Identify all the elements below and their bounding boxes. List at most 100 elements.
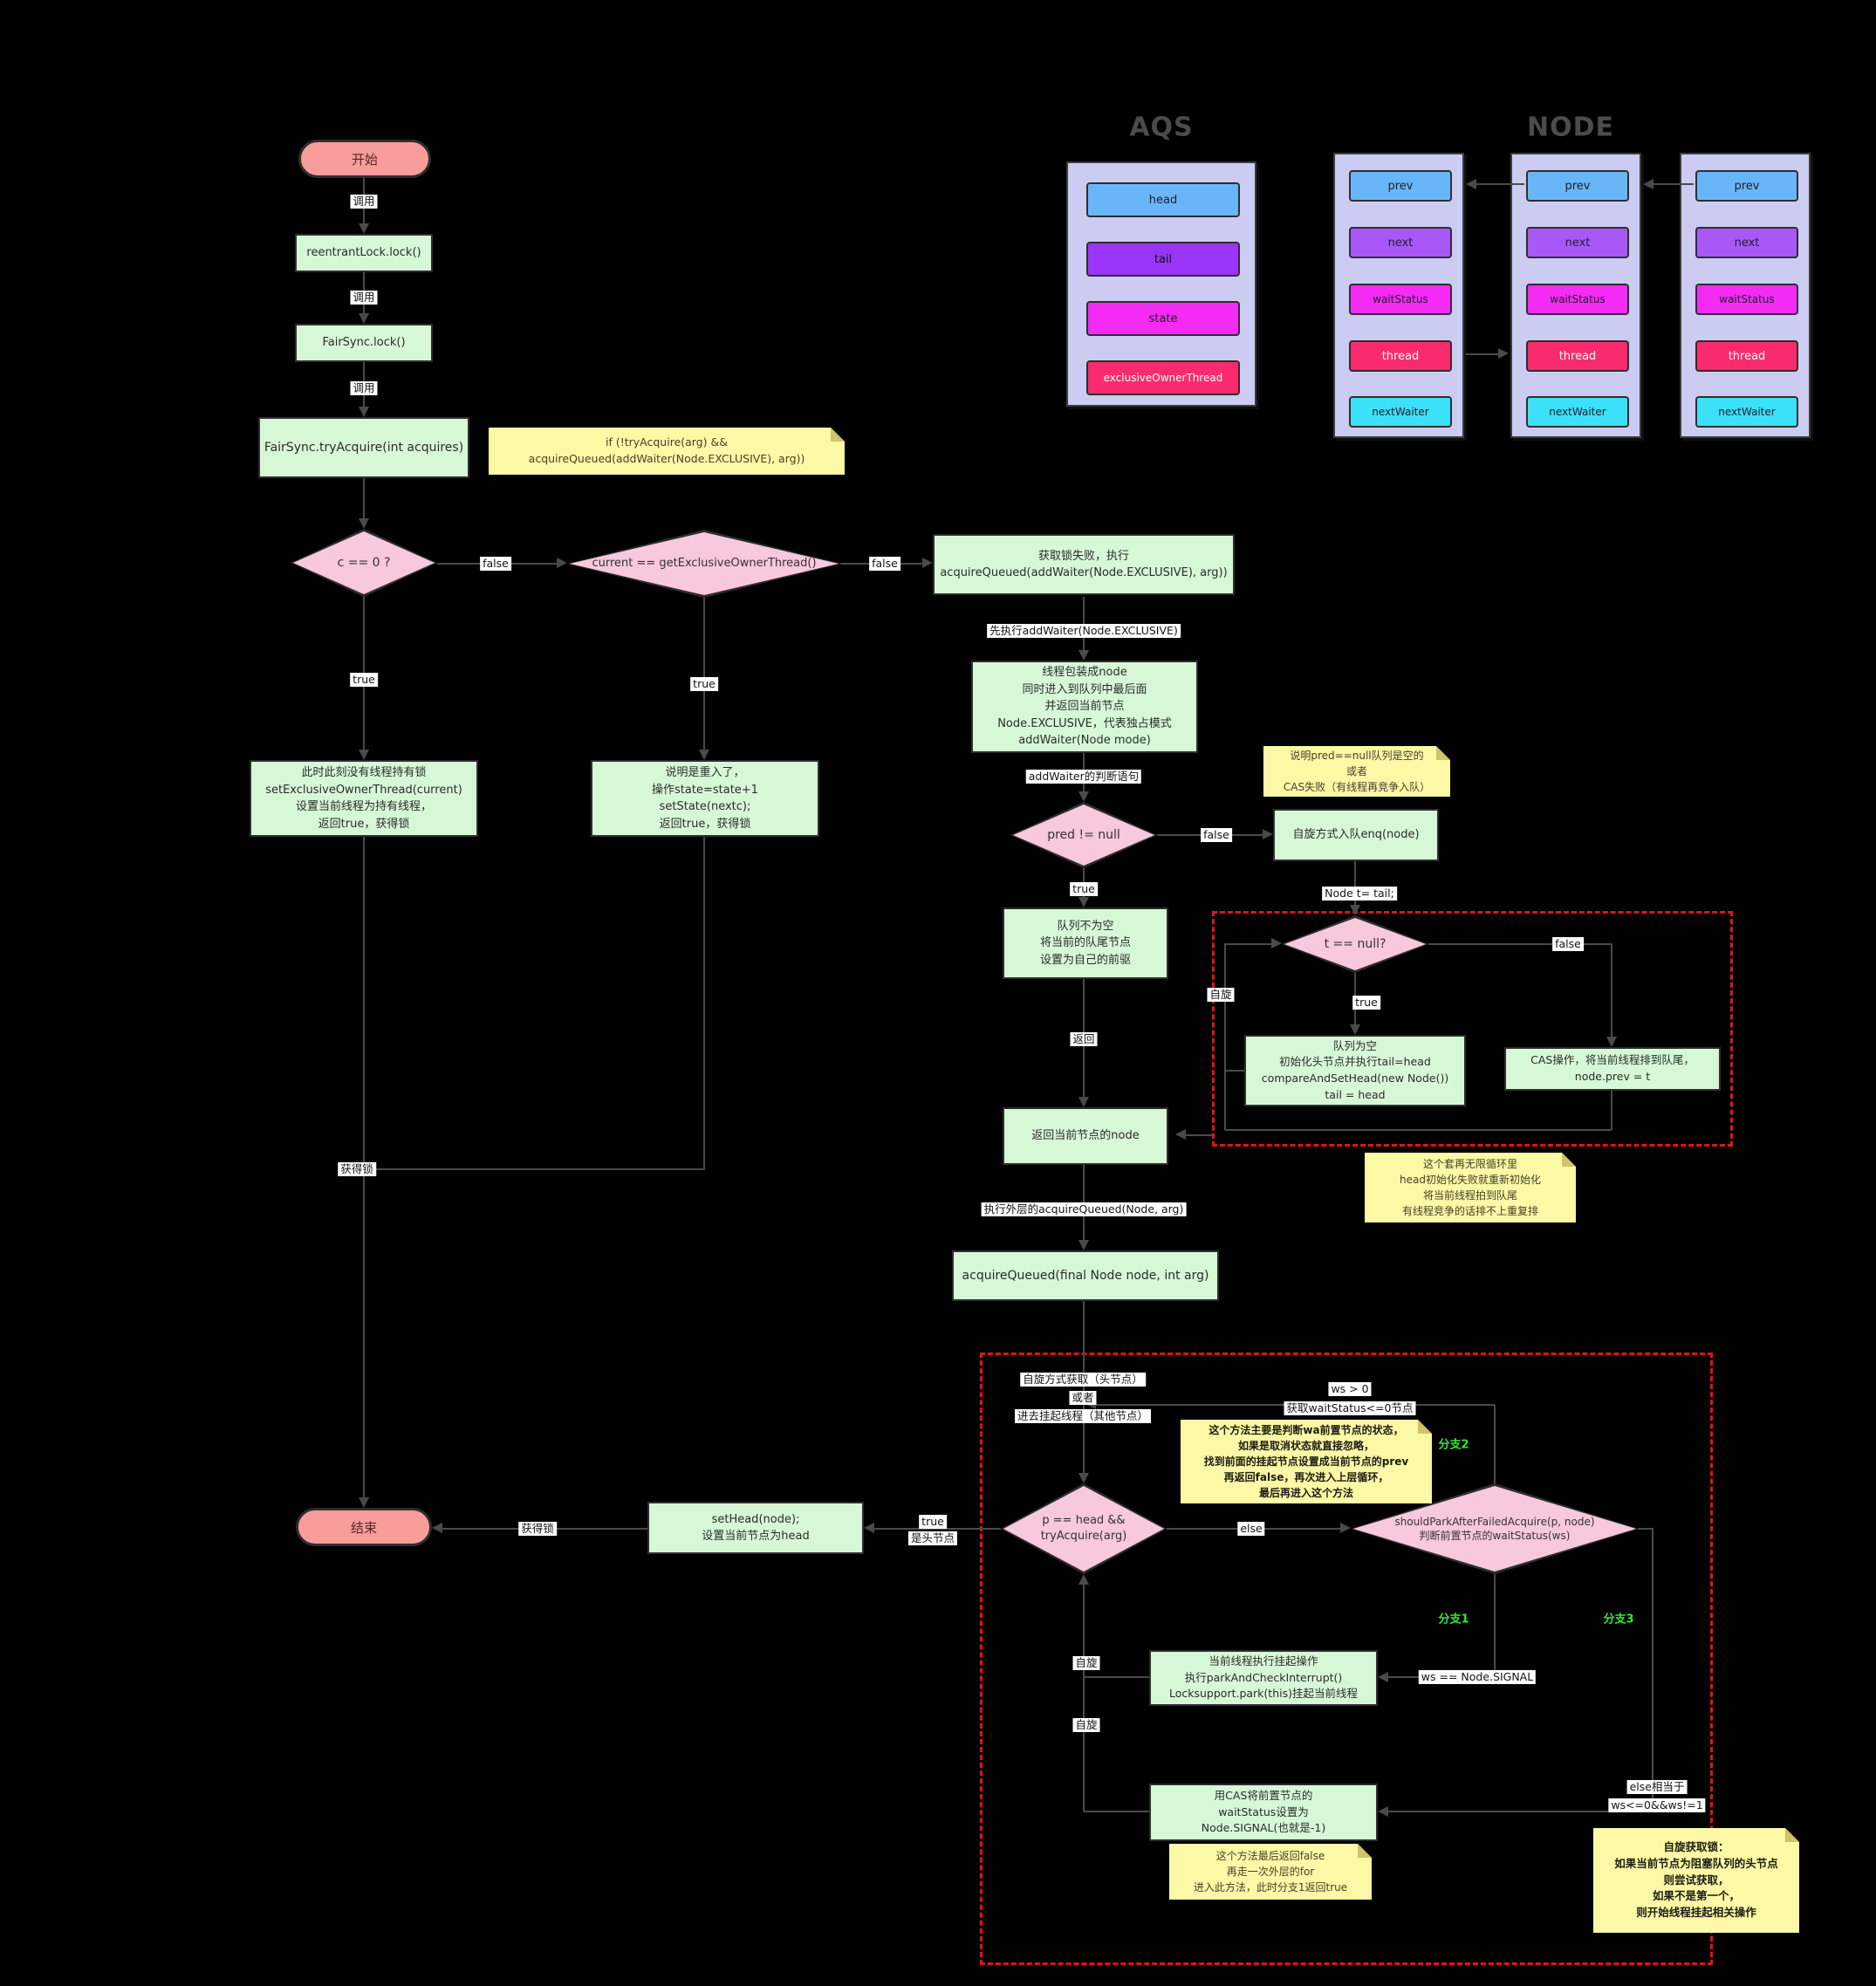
arrowhead [1378, 1672, 1388, 1682]
arrowhead [1340, 1523, 1351, 1533]
arrowhead [1175, 1129, 1186, 1140]
text-line: 再返回false，再次进入上层循环， [1223, 1471, 1389, 1483]
diamond-body: pred != null [1013, 805, 1154, 866]
node1-next: next [1349, 227, 1452, 258]
text-line: 如果是取消状态就直接忽略， [1237, 1440, 1374, 1452]
node-label: FairSync.lock() [322, 336, 406, 350]
branch3-tag: 分支3 [1597, 1608, 1640, 1627]
connector [1224, 943, 1226, 1130]
connector [1186, 1134, 1212, 1136]
prev-connector [1653, 183, 1694, 185]
node-cas-tail: CAS操作，将当前线程排到队尾， node.prev = t [1504, 1047, 1721, 1091]
text-line: CAS失败（有线程再竞争入队） [1283, 781, 1431, 793]
aqs-field-exclusiveownerthread: exclusiveOwnerThread [1086, 360, 1240, 395]
aqs-field-tail: tail [1086, 242, 1240, 277]
arrowhead [699, 750, 709, 760]
prev-connector [1476, 183, 1524, 185]
text-line: 这个方法主要是判断wa前置节点的状态， [1208, 1424, 1404, 1436]
node-no-owner: 此时此刻没有线程持有锁 setExclusiveOwnerThread(curr… [250, 760, 478, 837]
edge-label-else: else [1237, 1522, 1265, 1536]
connector [1083, 1585, 1085, 1811]
text-line: 获取锁失败，执行 [1037, 549, 1129, 563]
decision-c-equals-0: c == 0 ? [291, 529, 437, 597]
text-line: 设置为自己的前驱 [1039, 953, 1131, 967]
node2-nextwaiter: nextWaiter [1526, 396, 1629, 428]
edge-label-spin: 自旋 [1072, 1656, 1100, 1670]
text-line: 判断前置节点的waitStatus(ws) [1419, 1530, 1571, 1542]
decision-p-head: p == head && tryAcquire(arg) [1001, 1483, 1167, 1574]
text-line: waitStatus设置为 [1218, 1805, 1309, 1818]
text-line: 将当前的队尾节点 [1039, 936, 1131, 950]
thread-arrowhead [1498, 348, 1509, 359]
text-line: 最后再进入这个方法 [1258, 1487, 1353, 1499]
arrowhead [359, 223, 369, 234]
arrowhead [1078, 1097, 1089, 1107]
aqs-field-state: state [1086, 301, 1240, 336]
text-line: setExclusiveOwnerThread(current) [265, 783, 462, 797]
node-label: 自旋方式入队enq(node) [1292, 828, 1420, 842]
arrowhead [1078, 897, 1089, 907]
connector [364, 1168, 704, 1170]
edge-label-addwaiter-cond: addWaiter的判断语句 [1025, 770, 1142, 784]
node-cas-signal: 用CAS将前置节点的 waitStatus设置为 Node.SIGNAL(也就是… [1149, 1784, 1378, 1841]
edge-label-ws-gt0: ws > 0 [1328, 1382, 1372, 1396]
note-shouldpark: 这个方法主要是判断wa前置节点的状态， 如果是取消状态就直接忽略， 找到前面的挂… [1181, 1420, 1432, 1503]
aqs-title: AQS [1129, 112, 1194, 143]
connector [703, 598, 705, 750]
arrowhead [1378, 1806, 1388, 1817]
text-line: 如果不是第一个， [1652, 1889, 1740, 1903]
edge-label-false: false [480, 557, 511, 571]
edge-label-true: true [690, 677, 718, 691]
connector [1225, 943, 1271, 945]
text-line: 返回true，获得锁 [659, 817, 751, 831]
diamond-body: t == null? [1284, 918, 1426, 970]
connector [1084, 1676, 1149, 1678]
arrowhead [1078, 1574, 1089, 1585]
edge-label-spin: 自旋 [1207, 988, 1235, 1002]
edge-label-exec-outer: 执行外层的acquireQueued(Node, arg) [981, 1202, 1187, 1216]
edge-label-call: 调用 [350, 381, 378, 395]
text-line: setState(nextc); [659, 800, 751, 813]
node-addwaiter: 线程包装成node 同时进入到队列中最后面 并返回当前节点 Node.EXCLU… [971, 661, 1198, 753]
node-label: reentrantLock.lock() [306, 246, 421, 260]
end-node: 结束 [296, 1508, 432, 1546]
diamond-body: current == getExclusiveOwnerThread() [570, 532, 839, 595]
node3-prev: prev [1695, 170, 1798, 202]
node-acquirequeued: acquireQueued(final Node node, int arg) [952, 1250, 1219, 1301]
decision-current-owner: current == getExclusiveOwnerThread() [567, 530, 841, 598]
node-label: pred != null [1047, 827, 1120, 842]
note-enq-loop: 这个套再无限循环里 head初始化失败就重新初始化 将当前线程拍到队尾 有线程竞… [1365, 1153, 1576, 1222]
edge-label-else-equiv: ws<=0&&ws!=1 [1608, 1798, 1706, 1812]
arrowhead [359, 1497, 369, 1508]
arrowhead [864, 1523, 874, 1533]
edge-label-spin-get: 自旋方式获取（头节点） [1020, 1373, 1146, 1387]
connector [1611, 1091, 1612, 1130]
node3-next: next [1695, 227, 1798, 258]
text-line: node.prev = t [1574, 1070, 1651, 1083]
arrowhead [359, 518, 369, 529]
node-init-head: 队列为空 初始化头节点并执行tail=head compareAndSetHea… [1244, 1035, 1466, 1106]
node1-waitstatus: waitStatus [1349, 284, 1452, 315]
text-line: 将当前线程拍到队尾 [1422, 1189, 1517, 1202]
arrowhead [557, 558, 567, 568]
edge-label-true: true [1352, 996, 1380, 1010]
node2-next: next [1526, 227, 1629, 258]
text-line: setHead(node); [711, 1512, 800, 1526]
arrowhead [359, 313, 369, 324]
node3-thread: thread [1695, 340, 1798, 372]
node2-thread: thread [1526, 340, 1629, 372]
node-label: 开始 [351, 151, 378, 168]
branch2-tag: 分支2 [1432, 1434, 1475, 1453]
connector [1428, 943, 1612, 945]
edge-label-is-head: 是头节点 [907, 1531, 958, 1545]
text-line: shouldParkAfterFailedAcquire(p, node) [1394, 1515, 1595, 1528]
edge-label-ws-fetch: 获取waitStatus<=0节点 [1284, 1401, 1416, 1415]
text-line: 或者 [1345, 765, 1367, 777]
node-fairsync-lock: FairSync.lock() [295, 324, 433, 362]
text-line: p == head && [1042, 1514, 1126, 1528]
node-park-thread: 当前线程执行挂起操作 执行parkAndCheckInterrupt() Loc… [1149, 1650, 1378, 1706]
text-line: 说明pred==null队列是空的 [1290, 750, 1424, 762]
text-line: 当前线程执行挂起操作 [1208, 1654, 1318, 1668]
text-line: addWaiter(Node mode) [1018, 734, 1151, 748]
note-pred-null: 说明pred==null队列是空的 或者 CAS失败（有线程再竞争入队） [1263, 746, 1450, 797]
